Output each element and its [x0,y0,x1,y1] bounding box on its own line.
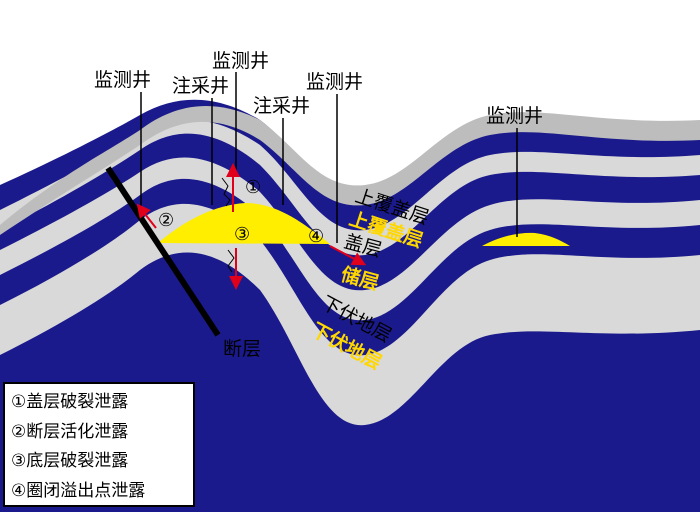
marker-2: ② [158,210,174,231]
overburden-navy-layer [0,99,700,231]
legend-item-fault-leak: ②断层活化泄露 [11,421,129,442]
monitor-well-2-label: 监测井 [212,50,269,72]
monitor-well-4-label: 监测井 [486,105,543,127]
gas-reservoir-right [482,232,570,246]
fault-line [105,166,221,337]
caprock-fracture-lower [227,249,235,273]
caprock-fracture-upper [221,177,231,207]
gas-reservoir-main [158,203,330,244]
leak-arrow-spill [329,245,367,266]
legend-item-caprock-leak: ①盖层破裂泄露 [11,392,129,412]
marker-3: ③ [234,224,250,245]
fault-label: 断层 [223,338,261,360]
legend-item-spill-leak: ④圈闭溢出点泄露 [11,480,146,501]
monitor-well-1-label: 监测井 [94,69,151,91]
underlying-light-band [0,198,700,426]
marker-1: ① [245,177,261,198]
injection-well-1-label: 注采井 [172,75,229,97]
underlying-navy-layer [0,173,700,356]
legend-box: ①盖层破裂泄露 ②断层活化泄露 ③底层破裂泄露 ④圈闭溢出点泄露 [3,382,195,507]
monitor-well-3-label: 监测井 [306,71,363,93]
leak-arrow-fault [136,203,157,229]
injection-well-2-label: 注采井 [253,95,310,117]
legend-item-bottom-leak: ③底层破裂泄露 [11,451,129,471]
marker-4: ④ [308,226,324,247]
